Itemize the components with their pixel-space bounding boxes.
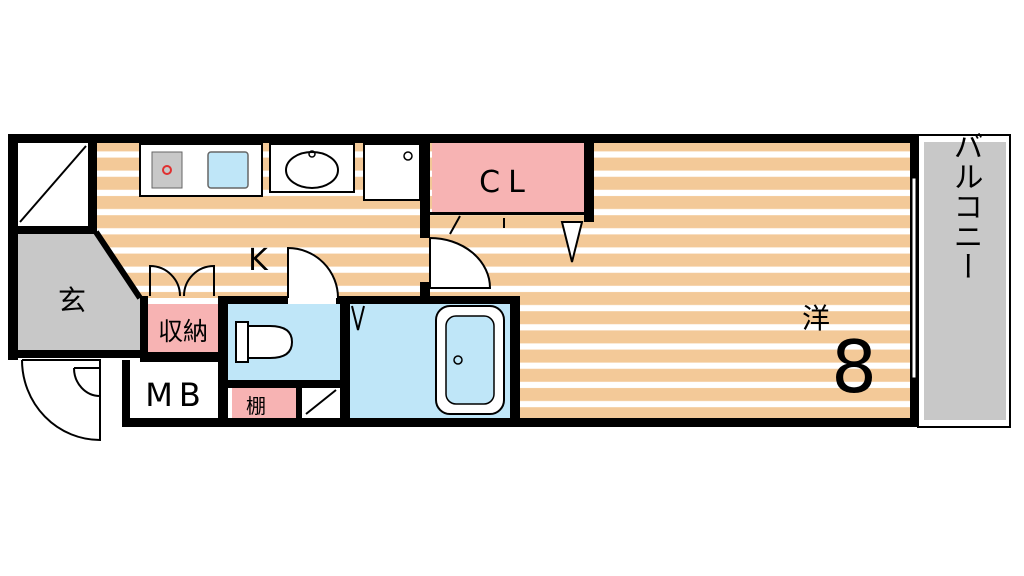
balcony-label: バルコニー (948, 131, 983, 281)
entrance-floor (18, 232, 140, 352)
toilet-tank (235, 321, 249, 363)
closet-label: CL (479, 165, 533, 200)
washer-space (363, 143, 421, 201)
entrance-step-line (93, 230, 143, 300)
storage-label: 収納 (158, 317, 208, 346)
washer-drain (403, 151, 413, 161)
closet-floor (432, 142, 584, 214)
bathtub-inner (445, 315, 495, 405)
western-room-label: 洋 (802, 302, 830, 335)
shelf-label: 棚 (246, 394, 266, 418)
toilet-bowl (247, 325, 294, 359)
kitchen-label: K (248, 243, 269, 278)
meter-box-label: MB (145, 376, 207, 414)
balcony-floor (924, 142, 1006, 420)
doors (21, 215, 584, 442)
stove-burner (151, 151, 183, 189)
closet-box-diagonal (19, 145, 87, 223)
sink (207, 151, 249, 189)
storage-floor (148, 304, 218, 352)
shelf-floor (232, 388, 296, 418)
bathtub-drain (453, 355, 463, 365)
washbasin-tap (308, 150, 316, 158)
washbasin-bowl (285, 151, 339, 189)
balcony-window (911, 177, 917, 379)
shelf-box-diagonal (305, 389, 337, 415)
entrance-label: 玄 (58, 284, 86, 317)
stove-burner-dot (162, 165, 172, 175)
meter-box-floor (130, 362, 218, 418)
western-room-size: 8 (831, 325, 877, 409)
